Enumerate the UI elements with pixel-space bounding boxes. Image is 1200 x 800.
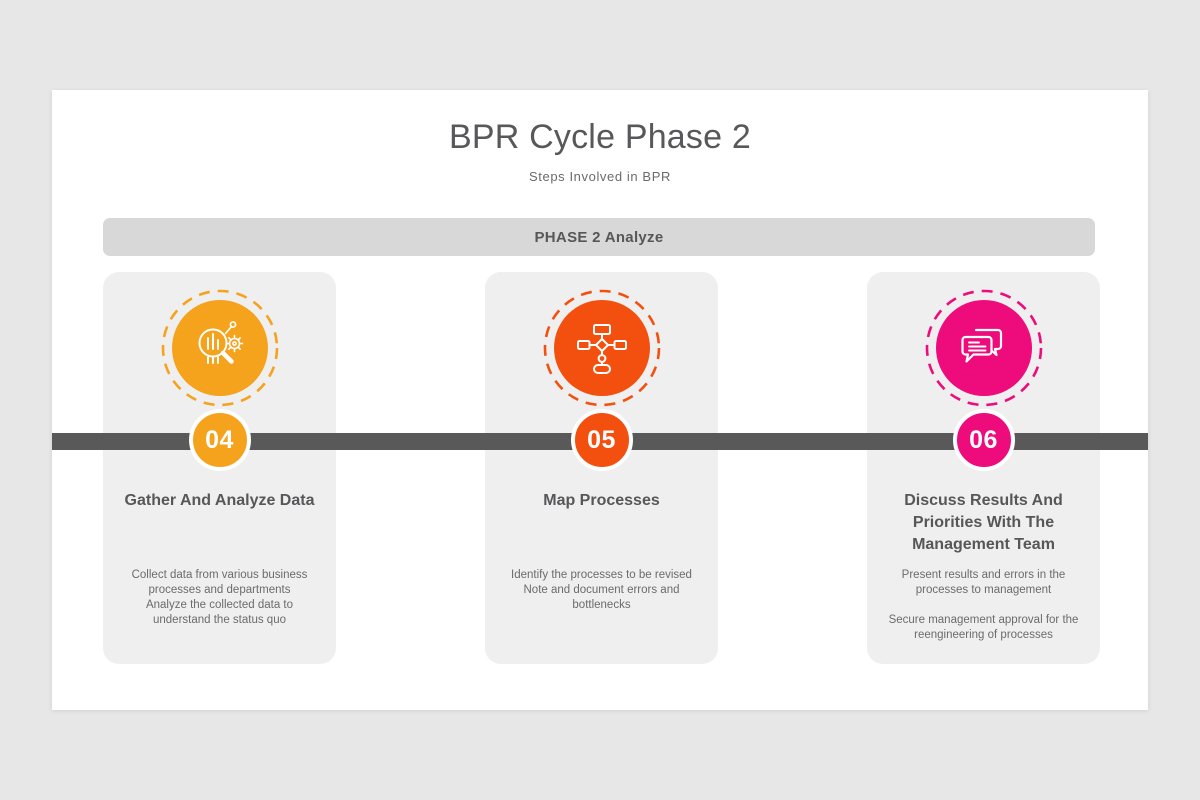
step-title: Discuss Results And Priorities With The … — [904, 492, 1063, 554]
step-description: Collect data from various business proce… — [118, 568, 321, 628]
slide-canvas: BPR Cycle Phase 2 Steps Involved in BPR … — [52, 90, 1148, 710]
step-number: 06 — [969, 425, 998, 454]
step-description-line: Present results and errors in the proces… — [901, 569, 1066, 596]
step-description-line: Analyze the collected data to understand… — [145, 598, 294, 626]
step-number: 05 — [587, 425, 616, 454]
chat-bubbles-icon — [924, 288, 1044, 408]
step-number-badge: 04 — [188, 409, 251, 471]
step-description-line: Identify the processes to be revised — [511, 569, 692, 581]
step-description-line: Note and document errors and bottlenecks — [523, 583, 680, 611]
step-card-discuss-results: 06 Discuss Results And Priorities With T… — [867, 272, 1100, 664]
phase-banner: PHASE 2 Analyze — [103, 218, 1095, 256]
step-description: Present results and errors in the proces… — [882, 568, 1085, 643]
phase-banner-label: PHASE 2 Analyze — [534, 228, 664, 246]
step-number-badge: 06 — [952, 409, 1015, 471]
page-title: BPR Cycle Phase 2 — [449, 118, 751, 156]
step-description: Identify the processes to be revised Not… — [500, 568, 703, 613]
step-number-badge: 05 — [570, 409, 633, 471]
step-title: Gather And Analyze Data — [124, 492, 315, 509]
step-description-line: Collect data from various business proce… — [131, 569, 308, 596]
step-description-line: Secure management approval for the reeng… — [888, 613, 1079, 641]
step-card-gather-analyze-data: 04 Gather And Analyze Data Collect data … — [103, 272, 336, 664]
step-title: Map Processes — [543, 492, 660, 509]
step-number: 04 — [205, 425, 234, 454]
page-subtitle: Steps Involved in BPR — [529, 169, 671, 184]
step-card-map-processes: 05 Map Processes Identify the processes … — [485, 272, 718, 664]
flowchart-icon — [542, 288, 662, 408]
magnifier-bar-chart-gear-icon — [160, 288, 280, 408]
